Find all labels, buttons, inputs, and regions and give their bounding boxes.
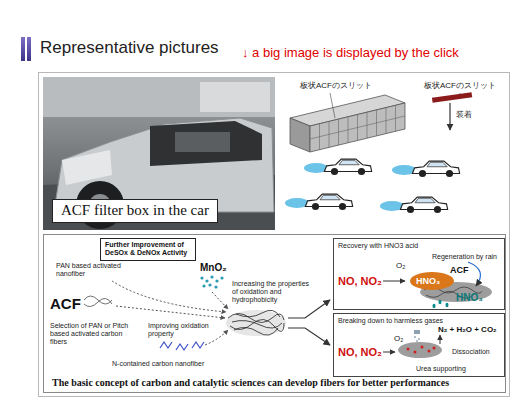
process-label: Urea supporting (416, 365, 466, 373)
product-label: HNO₃ (416, 276, 440, 286)
process-label: Dissociation (452, 348, 490, 356)
material-name: ACF (450, 265, 469, 275)
click-note: ↓ a big image is displayed by the click (242, 46, 459, 61)
material-label: N-contained carbon nanofiber (112, 360, 204, 368)
box-note: Regeneration by rain (432, 253, 497, 261)
box-text: Further Improvement of DeSOx & DeNOx Act… (105, 241, 191, 257)
result-box: Breaking down to harmless gasesN₂ + H₂O … (333, 313, 505, 377)
figure-caption: The basic concept of carbon and catalyti… (52, 377, 449, 389)
gas-label: O₂ (396, 261, 405, 270)
gas-label: NO, NO₂ (338, 275, 382, 288)
product-label: N₂ + H₂O + CO₂ (438, 325, 497, 334)
part-label: 板状ACFのスリット (424, 81, 496, 90)
picture-frame (39, 73, 510, 397)
catalyst-label: MnO₂ (200, 262, 227, 274)
concept-panel (44, 235, 506, 393)
heading-bar (27, 37, 31, 61)
note-label: Selection of PAN or Pitch based activate… (50, 322, 134, 346)
box-heading: Breaking down to harmless gases (338, 317, 443, 325)
gas-label: O₂ (394, 334, 403, 343)
heading-bar (21, 37, 25, 61)
filter-illustration (285, 92, 472, 213)
effect-label: Improving oxidation property (148, 322, 220, 338)
part-label: 板状ACFのスリット (300, 81, 372, 90)
page-heading: Representative pictures (40, 38, 219, 58)
box-heading: Recovery with HNO3 acid (338, 242, 418, 250)
material-label: PAN based activated nanofiber (56, 262, 128, 278)
concept-drawing (84, 262, 492, 358)
product-label: HNO₃ (456, 292, 483, 304)
box-text: ACF filter box in the car (61, 202, 209, 219)
effect-label: Increasing the properties of oxidation a… (232, 280, 316, 304)
photo-label-box: ACF filter box in the car (52, 199, 218, 223)
heading-box: Further Improvement of DeSOx & DeNOx Act… (100, 238, 196, 261)
result-box: Recovery with HNO3 acidRegeneration by r… (333, 238, 505, 310)
action-label: 装着 (456, 110, 472, 119)
material-name: ACF (50, 295, 81, 312)
car-photo (43, 77, 275, 230)
gas-label: NO, NO₂ (338, 346, 382, 359)
